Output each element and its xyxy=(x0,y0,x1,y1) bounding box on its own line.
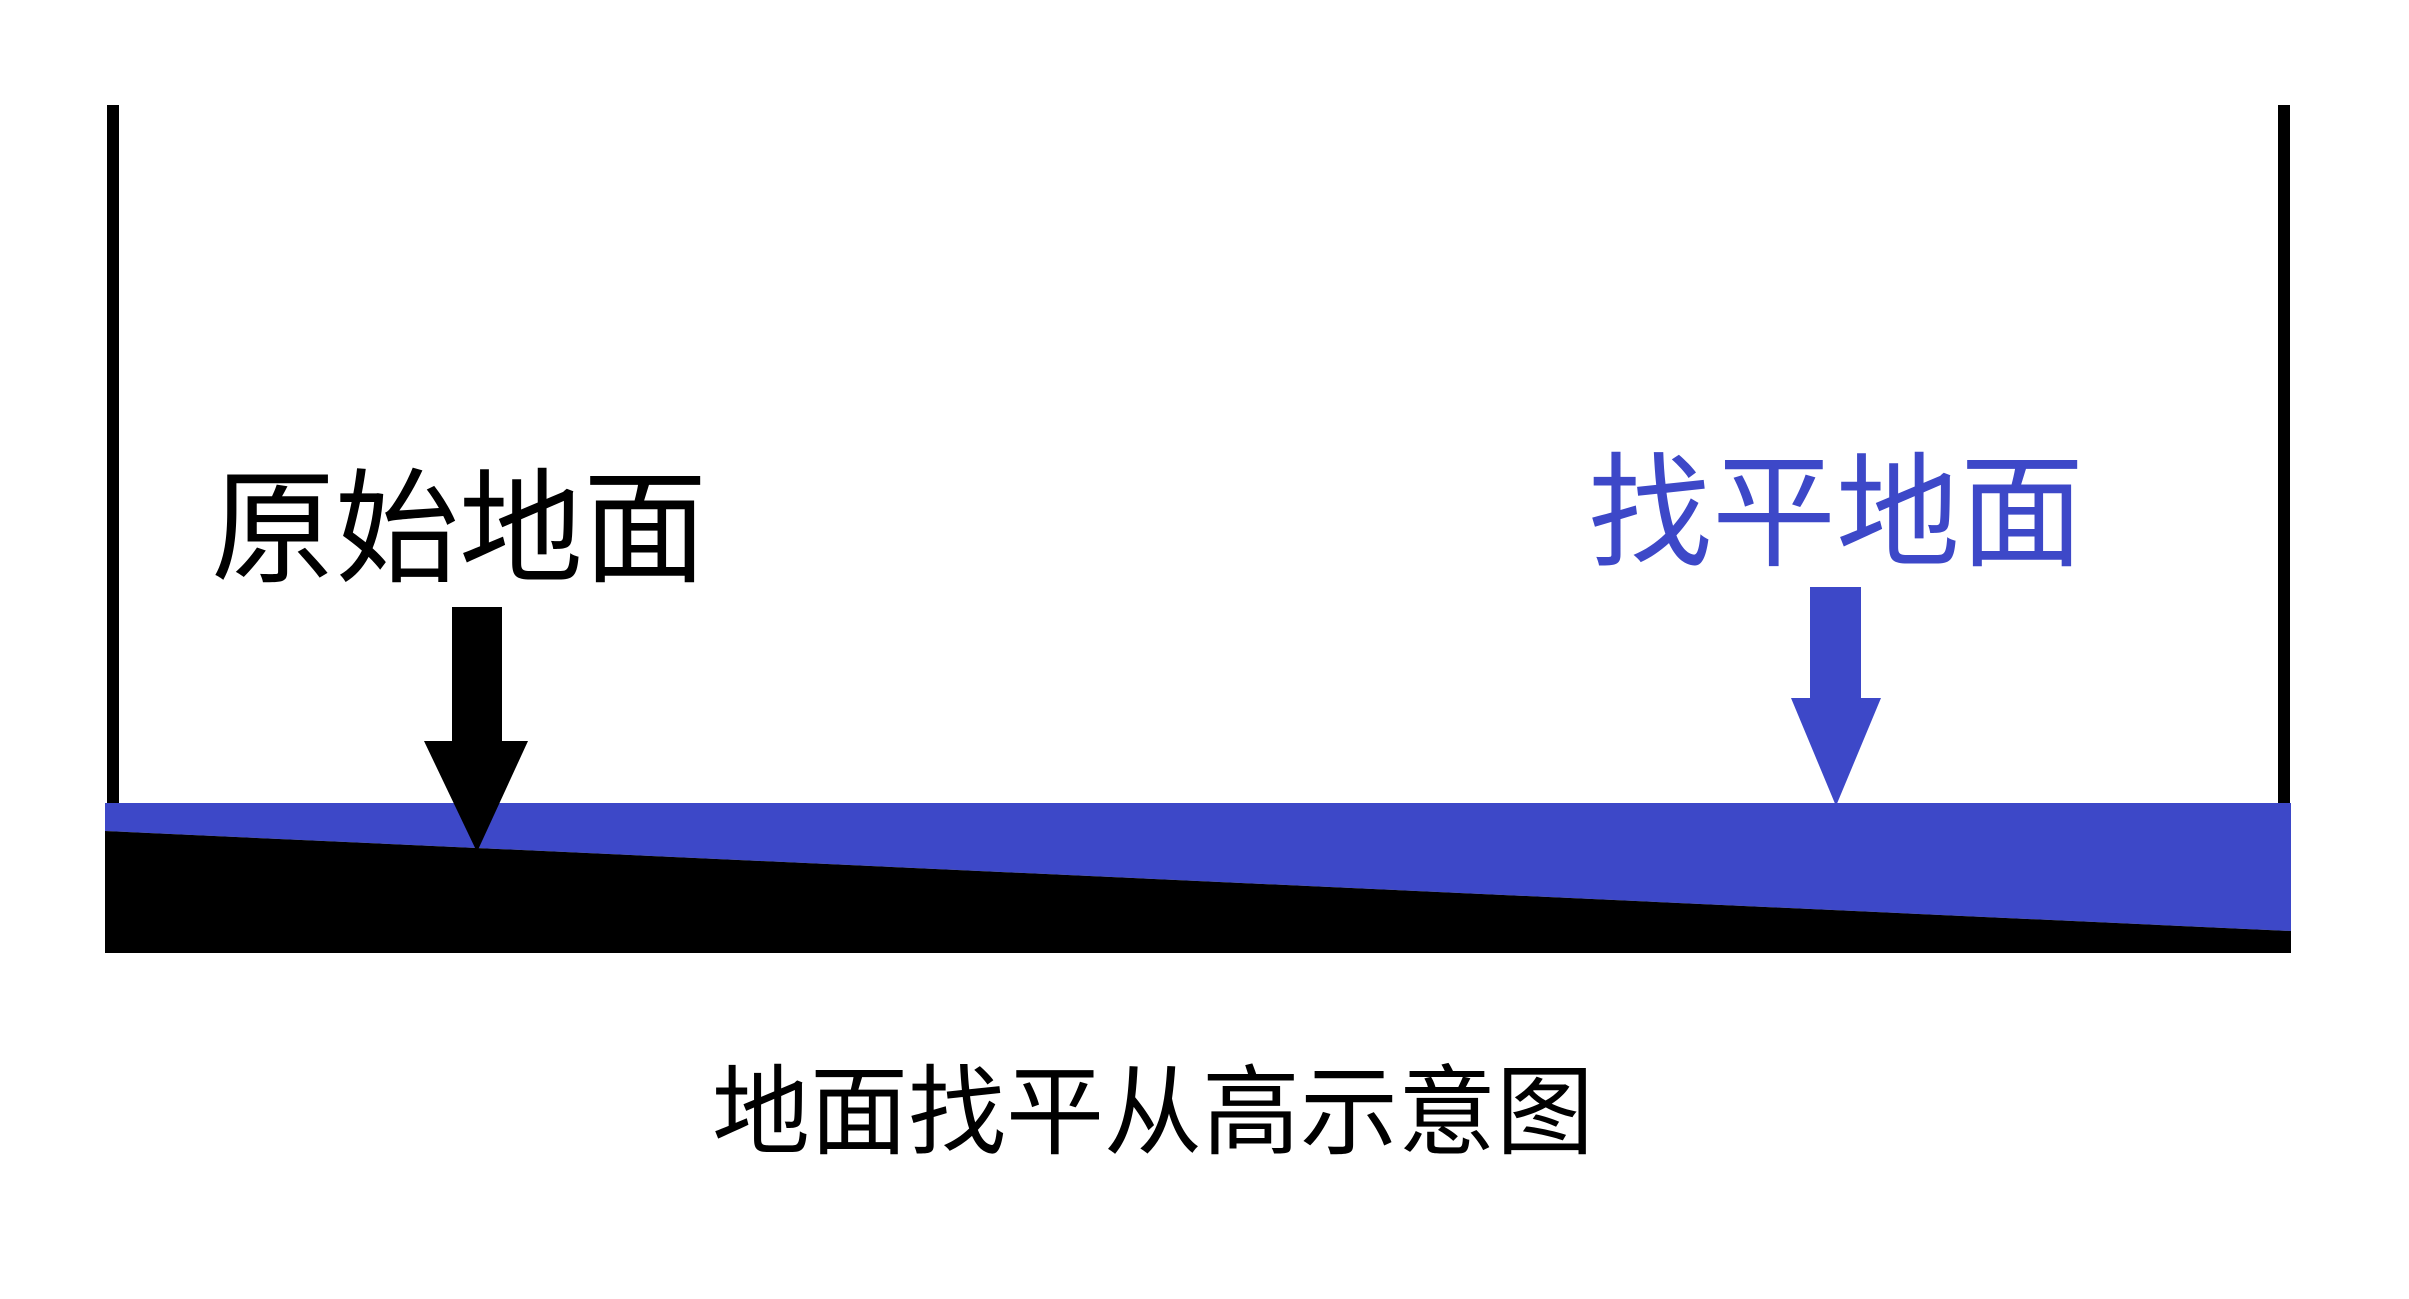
original-ground-label: 原始地面 xyxy=(211,458,708,602)
original-ground-slab xyxy=(105,831,2291,953)
left-wall xyxy=(107,105,119,805)
diagram-caption: 地面找平从高示意图 xyxy=(712,1056,1595,1170)
leveled-ground-arrow-icon xyxy=(1791,587,1881,806)
original-ground-arrow-icon xyxy=(424,607,528,852)
leveling-layer xyxy=(105,803,2291,931)
leveled-ground-label: 找平地面 xyxy=(1588,442,2085,586)
right-wall xyxy=(2278,105,2290,805)
